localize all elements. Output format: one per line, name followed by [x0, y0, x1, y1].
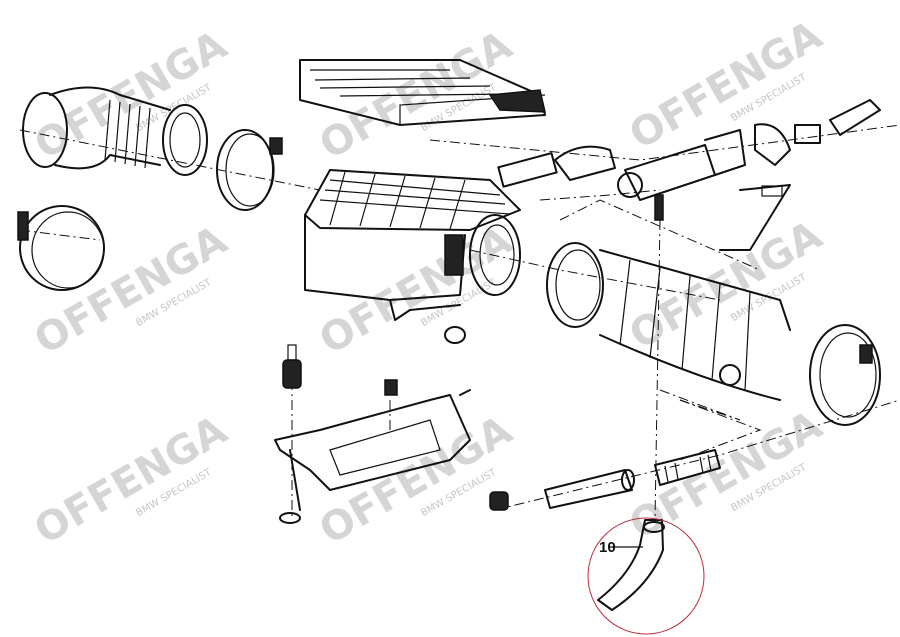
connector-parts: [497, 99, 881, 251]
small-hoses: [489, 449, 721, 511]
part-10-breather-hose: [597, 519, 665, 611]
callout-label-10: 10: [599, 539, 616, 556]
intake-bellows-hose: [546, 242, 881, 426]
hose-clamp-left: [216, 129, 283, 211]
air-filter-element: [299, 59, 546, 126]
air-filter-housing: [304, 169, 521, 321]
highlight-circle: [587, 517, 705, 635]
mounting-bracket: [274, 326, 471, 524]
hose-clamp-lower-left: [17, 205, 105, 291]
intake-elbow-hose: [22, 86, 208, 176]
assembly-lines: [19, 124, 900, 521]
